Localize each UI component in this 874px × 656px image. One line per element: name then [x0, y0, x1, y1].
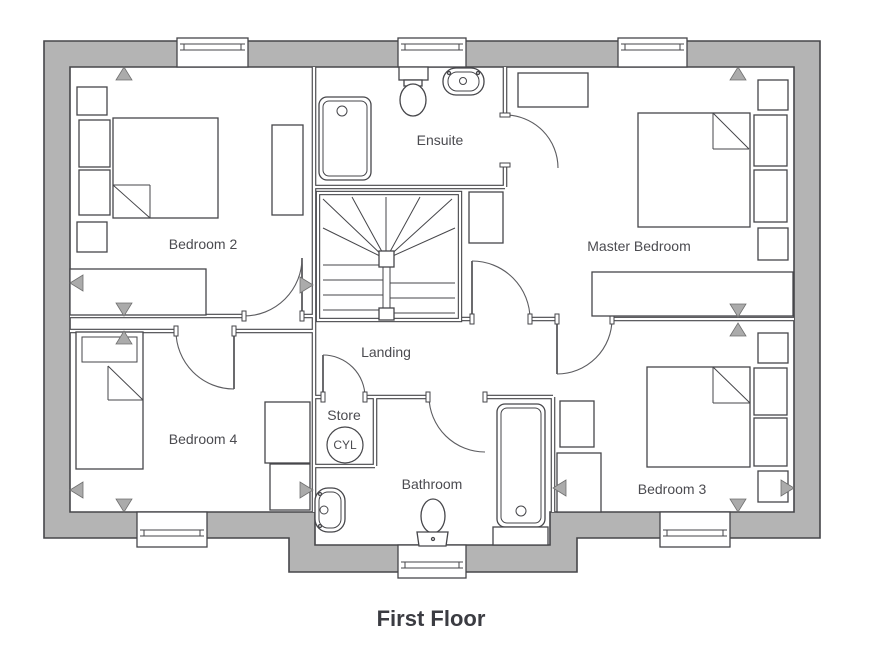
marker-down-icon: [729, 303, 747, 318]
pillow: [753, 169, 788, 223]
room-label-landing: Landing: [361, 344, 411, 360]
bathroom-fixtures: [314, 403, 549, 547]
window-bedroom2: [176, 37, 249, 68]
bed-fold: [107, 365, 144, 401]
wardrobe: [271, 124, 304, 216]
pillow: [81, 336, 138, 363]
bedroom4-furniture: [75, 331, 311, 511]
nightstand: [757, 332, 789, 364]
pillow: [753, 367, 788, 416]
marker-down-icon: [115, 498, 133, 513]
bed-fold: [112, 184, 151, 219]
door-bedroom2: [243, 257, 303, 317]
stair-winders: [322, 196, 456, 260]
window-bedroom4: [136, 511, 208, 548]
nightstand: [76, 221, 108, 253]
toilet: [416, 498, 449, 547]
marker-right-icon: [299, 481, 314, 499]
windows: [136, 37, 731, 579]
window-master-bedroom: [617, 37, 688, 68]
marker-right-icon: [780, 479, 795, 497]
room-label-bedroom4: Bedroom 4: [169, 431, 238, 447]
marker-down-icon: [729, 498, 747, 513]
store-fixtures: [326, 426, 364, 464]
stair-treads-right: [390, 282, 455, 314]
room-label-store: Store: [327, 407, 361, 423]
bathtub: [492, 403, 549, 546]
marker-up-icon: [115, 66, 133, 81]
wall-markers: [69, 66, 795, 513]
nightstand: [757, 227, 789, 261]
room-label-ensuite: Ensuite: [417, 132, 464, 148]
doors: [173, 112, 615, 453]
pillow: [78, 169, 111, 216]
window-bathroom: [397, 544, 467, 579]
stair-treads-left: [323, 264, 383, 311]
low-cabinet: [69, 268, 207, 316]
marker-up-icon: [729, 66, 747, 81]
window-ensuite: [397, 37, 467, 68]
window-bedroom3: [659, 511, 731, 548]
stair-stringer: [382, 267, 391, 312]
bedroom2-furniture: [69, 86, 304, 316]
door-jambs: [173, 112, 615, 403]
ensuite-fixtures: [318, 66, 485, 181]
room-label-bedroom4: Bedroom 3: [638, 481, 707, 497]
marker-down-icon: [115, 302, 133, 317]
room-label-bathroom: Bathroom: [402, 476, 463, 492]
cylinder-label: CYL: [333, 438, 357, 452]
stair-newel-top: [378, 250, 395, 268]
page-title: First Floor: [377, 606, 486, 631]
double-bed: [646, 366, 751, 468]
nightstand: [76, 86, 108, 116]
door-bathroom: [428, 396, 486, 453]
stair-newel-bottom: [378, 307, 395, 321]
low-cabinet: [591, 271, 794, 317]
wardrobe: [517, 72, 589, 108]
bathtub: [318, 96, 372, 181]
marker-left-icon: [69, 481, 84, 499]
pillow: [753, 114, 788, 167]
double-bed: [637, 112, 751, 228]
room-label-bedroom2: Bedroom 2: [169, 236, 238, 252]
internal-walls: [70, 67, 794, 512]
door-bedroom4: [175, 330, 235, 390]
door-ensuite: [504, 114, 559, 169]
pillow: [78, 119, 111, 168]
pillow: [753, 417, 788, 467]
sink: [442, 67, 485, 96]
double-bed: [112, 117, 219, 219]
bath-step: [492, 526, 549, 546]
door-master-bedroom: [471, 260, 531, 320]
door-bedroom3: [556, 318, 613, 375]
master-bedroom-furniture: [468, 72, 794, 317]
marker-up-icon: [729, 322, 747, 337]
marker-left-icon: [69, 274, 84, 292]
door-store: [322, 354, 366, 398]
bedroom3-furniture: [556, 332, 789, 513]
room-labels: Bedroom 2 Ensuite Master Bedroom Landing…: [169, 132, 707, 497]
bed-fold: [712, 366, 751, 404]
marker-left-icon: [552, 479, 567, 497]
nightstand: [757, 79, 789, 111]
marker-right-icon: [299, 276, 314, 294]
staircase: [315, 190, 463, 323]
cylinder-symbol: [326, 426, 364, 464]
sink: [314, 487, 346, 533]
chest: [559, 400, 595, 448]
cupboard: [468, 191, 504, 244]
marker-up-icon: [115, 330, 133, 345]
bed-fold: [712, 112, 750, 150]
chest: [264, 401, 311, 464]
room-label-master-bedroom: Master Bedroom: [587, 238, 690, 254]
toilet: [398, 66, 429, 117]
